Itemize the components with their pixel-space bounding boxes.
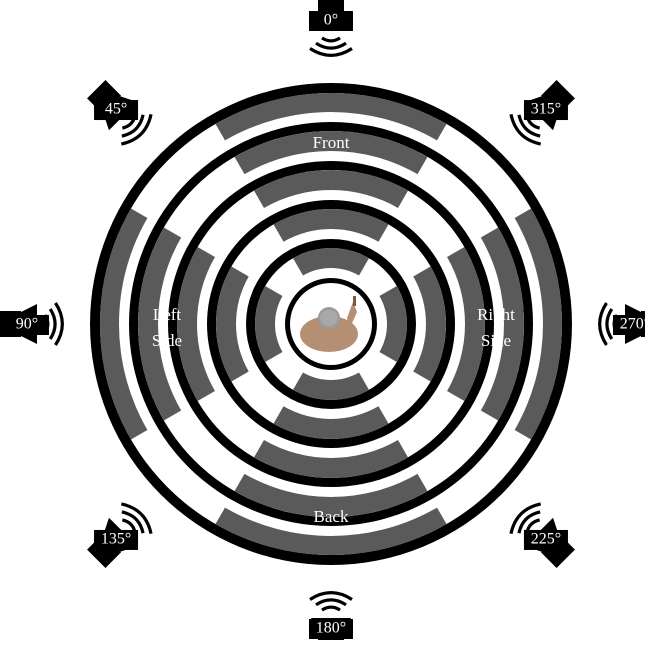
speaker-label-45: 45°: [105, 101, 127, 118]
speaker-270: 270°: [600, 303, 645, 345]
speaker-label-225: 225°: [531, 530, 561, 547]
right-label-line2: Side: [481, 331, 511, 350]
sound-wave-icon: [310, 38, 352, 55]
right-label-line1: Right: [477, 305, 515, 324]
speaker-180: 180°: [309, 593, 353, 640]
front-label: Front: [313, 133, 350, 152]
speaker-135: 135°: [81, 498, 158, 575]
sound-wave-icon: [310, 593, 352, 610]
back-label: Back: [314, 507, 349, 526]
speaker-label-135: 135°: [101, 530, 131, 547]
speaker-label-180: 180°: [316, 620, 346, 637]
speaker-label-270: 270°: [620, 316, 645, 333]
speaker-45: 45°: [80, 74, 157, 151]
speaker-label-0: 0°: [324, 12, 338, 29]
speaker-315: 315°: [505, 74, 582, 151]
speaker-225: 225°: [504, 498, 581, 575]
listener-icon: [290, 283, 372, 365]
left-label-line1: Left: [153, 305, 182, 324]
speaker-label-315: 315°: [531, 101, 561, 118]
speaker-0: 0°: [309, 0, 353, 55]
speaker-label-90: 90°: [16, 316, 38, 333]
left-label-line2: Side: [152, 331, 182, 350]
speaker-90: 90°: [0, 303, 62, 345]
